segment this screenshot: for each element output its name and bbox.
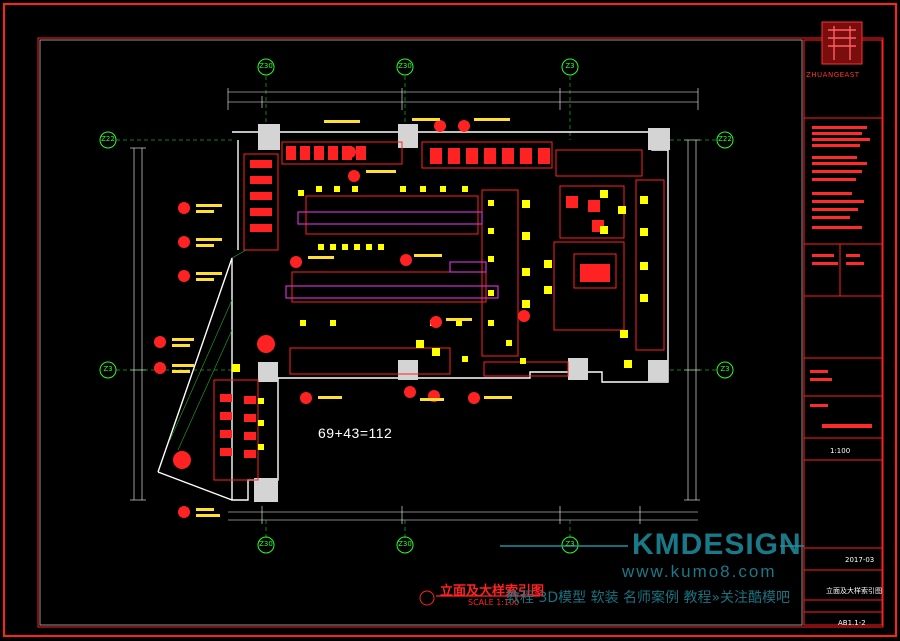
title-block [803, 21, 883, 626]
hatch-lines [169, 249, 247, 451]
grid-label-top-2: Z30 [398, 62, 412, 70]
title-block-scale: 1:100 [830, 447, 851, 455]
grid-label-right-1: Z22 [718, 135, 732, 143]
title-block-date: 2017-03 [845, 556, 875, 564]
inner-frame [37, 37, 884, 628]
grid-label-left-2: Z3 [103, 365, 113, 373]
grid-label-bottom-3: Z3 [565, 540, 575, 548]
watermark-url: www.kumo8.com [622, 562, 777, 581]
counter-accents [285, 211, 499, 299]
dimension-lines [130, 88, 700, 524]
sheet-title: 立面及大样索引图 [440, 584, 545, 599]
grid-label-top-3: Z3 [565, 62, 575, 70]
title-block-drawing-name: 立面及大样索引图 [826, 587, 882, 595]
grid-label-left-1: Z22 [101, 135, 115, 143]
grid-label-bottom-1: Z30 [259, 540, 273, 548]
furniture-tags [232, 186, 648, 450]
grid-label-bottom-2: Z30 [398, 540, 412, 548]
company-brand: ZHUANGEAST [806, 71, 860, 79]
columns [254, 124, 670, 502]
seat-count-annotation: 69+43=112 [318, 425, 393, 441]
label-stubs [172, 118, 512, 517]
sheet-scale: SCALE 1:100 [468, 598, 520, 607]
watermark-logo: KMDESIGN [632, 528, 802, 561]
title-block-drawing-number: AB1.1-2 [838, 619, 866, 627]
chairs [220, 146, 610, 458]
grid-bubbles [99, 58, 734, 554]
outer-frame [3, 3, 897, 637]
grid-label-right-2: Z3 [720, 365, 730, 373]
sheet-title-marker [419, 590, 540, 606]
watermark-promo: 教程 3D模型 软装 名师案例 教程»关注酷模吧 [506, 590, 791, 606]
drawing-border [39, 39, 803, 626]
kitchen-linework [213, 141, 665, 481]
building-walls [157, 131, 669, 501]
company-seal-icon [821, 21, 863, 65]
grid-label-top-1: Z30 [259, 62, 273, 70]
